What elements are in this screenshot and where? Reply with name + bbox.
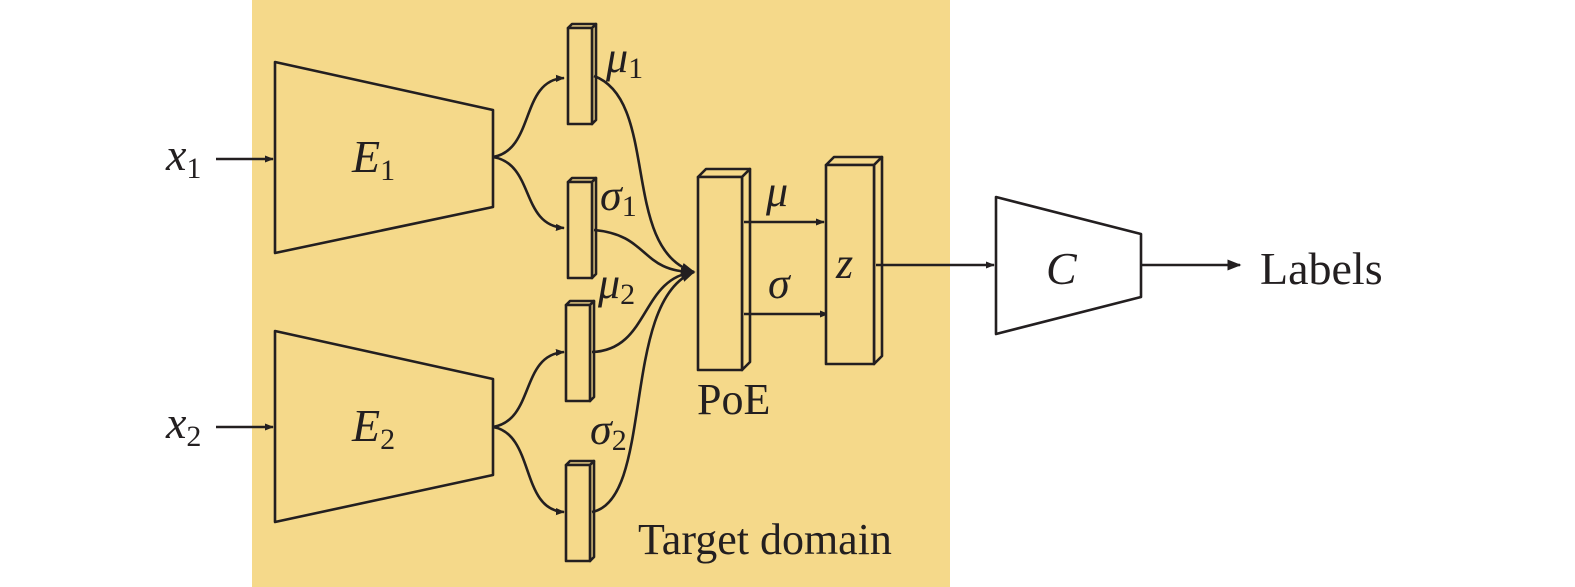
curve-sigma2-to-poe xyxy=(591,270,696,514)
classifier-shape xyxy=(994,195,1143,336)
encoder-e1-label: E1 xyxy=(351,131,395,187)
latent-mu1-label: μ1 xyxy=(605,33,643,85)
box-mu2 xyxy=(564,299,596,403)
box-z xyxy=(824,155,884,366)
arrow-e2-to-mu2 xyxy=(492,348,565,429)
input-x1-label: x1 xyxy=(165,129,201,185)
box-sigma2 xyxy=(564,459,596,563)
output-labels: Labels xyxy=(1260,243,1383,294)
box-mu1 xyxy=(566,22,598,126)
encoder-e2-label: E2 xyxy=(351,400,395,456)
poe-sigma-label: σ xyxy=(768,259,792,308)
input-x2-label: x2 xyxy=(165,397,201,453)
curve-mu2-to-poe xyxy=(591,267,696,354)
arrow-e1-to-sigma1 xyxy=(492,155,565,232)
arrow-e1-to-mu1 xyxy=(492,74,565,159)
box-poe xyxy=(696,167,752,372)
latent-sigma1-label: σ1 xyxy=(600,171,637,223)
box-sigma1 xyxy=(566,176,598,280)
encoder-e2-shape xyxy=(273,329,495,524)
latent-sigma2-label: σ2 xyxy=(590,405,627,457)
target-domain-label: Target domain xyxy=(638,515,892,564)
curve-sigma1-to-poe xyxy=(593,228,696,278)
encoder-e1-shape xyxy=(273,60,495,255)
latent-z-label: z xyxy=(835,239,853,288)
classifier-label: C xyxy=(1046,243,1078,294)
latent-mu2-label: μ2 xyxy=(597,259,635,311)
poe-label: PoE xyxy=(697,375,770,424)
curve-mu1-to-poe xyxy=(593,74,696,274)
poe-mu-label: μ xyxy=(765,167,788,216)
arrow-e2-to-sigma2 xyxy=(492,425,565,516)
